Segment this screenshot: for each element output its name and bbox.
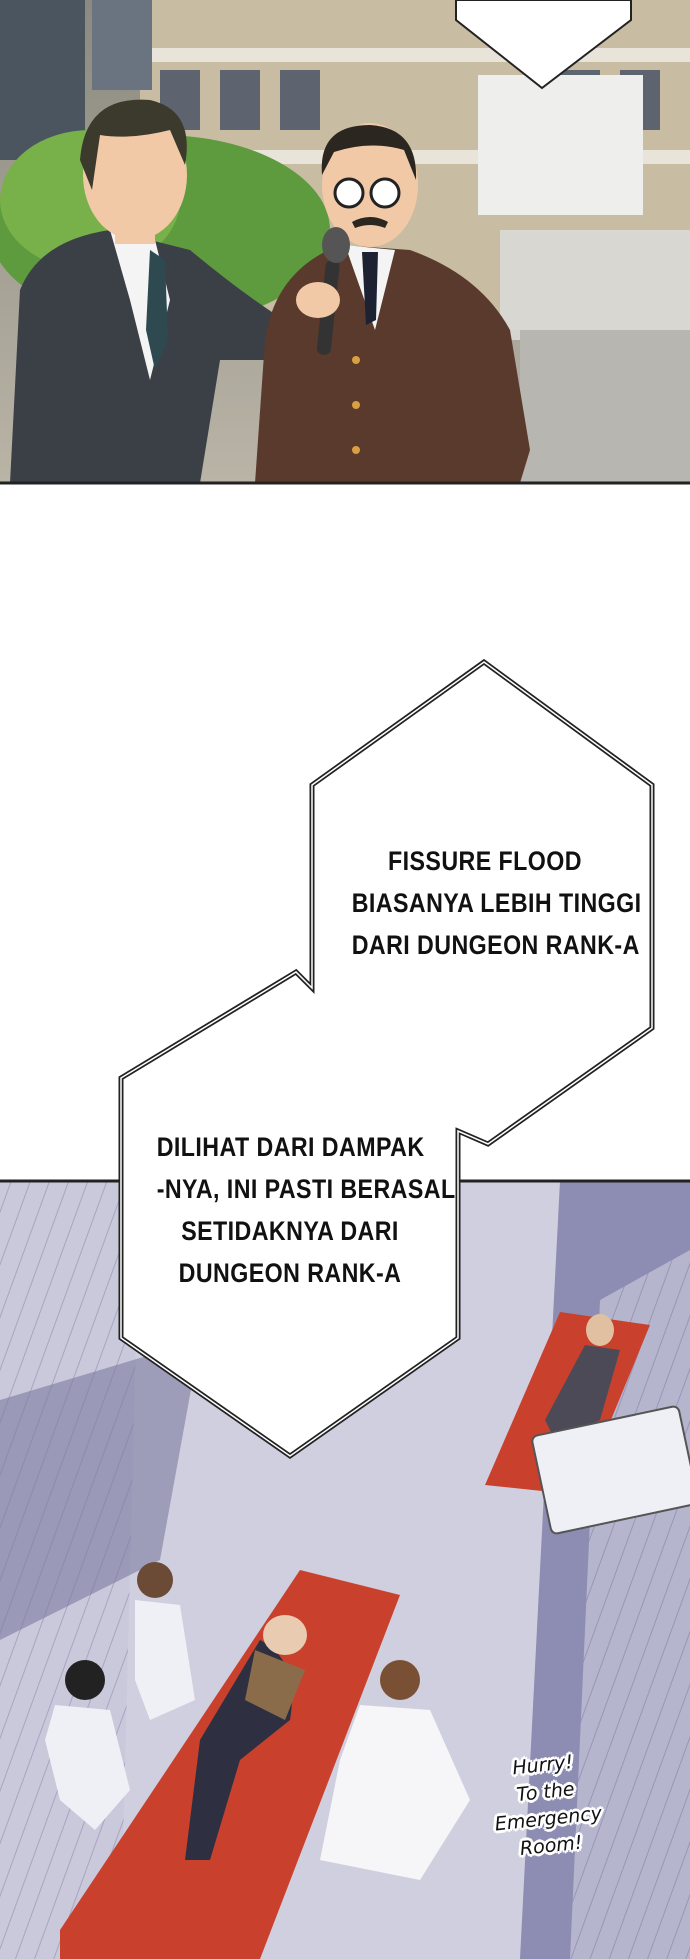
bubble-2-line: DILIHAT DARI DAMPAK <box>156 1132 425 1162</box>
reporter-figure <box>10 99 300 483</box>
panel-interview <box>0 0 690 485</box>
white-sign <box>478 75 643 215</box>
sound-effect-text: Hurry! To the Emergency Room! <box>477 1746 618 1867</box>
speech-bubble-tail <box>455 0 632 90</box>
bubble-2-line: SETIDAKNYA DARI <box>181 1216 399 1246</box>
speech-bubble-2: DILIHAT DARI DAMPAK -NYA, INI PASTI BERA… <box>156 1126 456 1294</box>
bubble-2-line: DUNGEON RANK-A <box>178 1258 402 1288</box>
bubble-1-line: FISSURE FLOOD <box>388 846 582 876</box>
speech-bubbles-outline <box>118 658 655 1460</box>
glasses-icon <box>333 177 365 209</box>
white-box <box>531 1405 690 1535</box>
doctor-figures <box>45 1562 470 1880</box>
bubble-1-line: DARI DUNGEON RANK-A <box>351 930 640 960</box>
bubble-1-line: BIASANYA LEBIH TINGGI <box>351 888 642 918</box>
bubble-2-line: -NYA, INI PASTI BERASAL <box>156 1174 456 1204</box>
stretcher-bottom <box>60 1570 400 1959</box>
smoke <box>500 230 690 340</box>
stretcher-top <box>485 1312 650 1495</box>
speech-bubble-1: FISSURE FLOOD BIASANYA LEBIH TINGGI DARI… <box>351 840 642 966</box>
microphone-icon <box>296 227 350 355</box>
